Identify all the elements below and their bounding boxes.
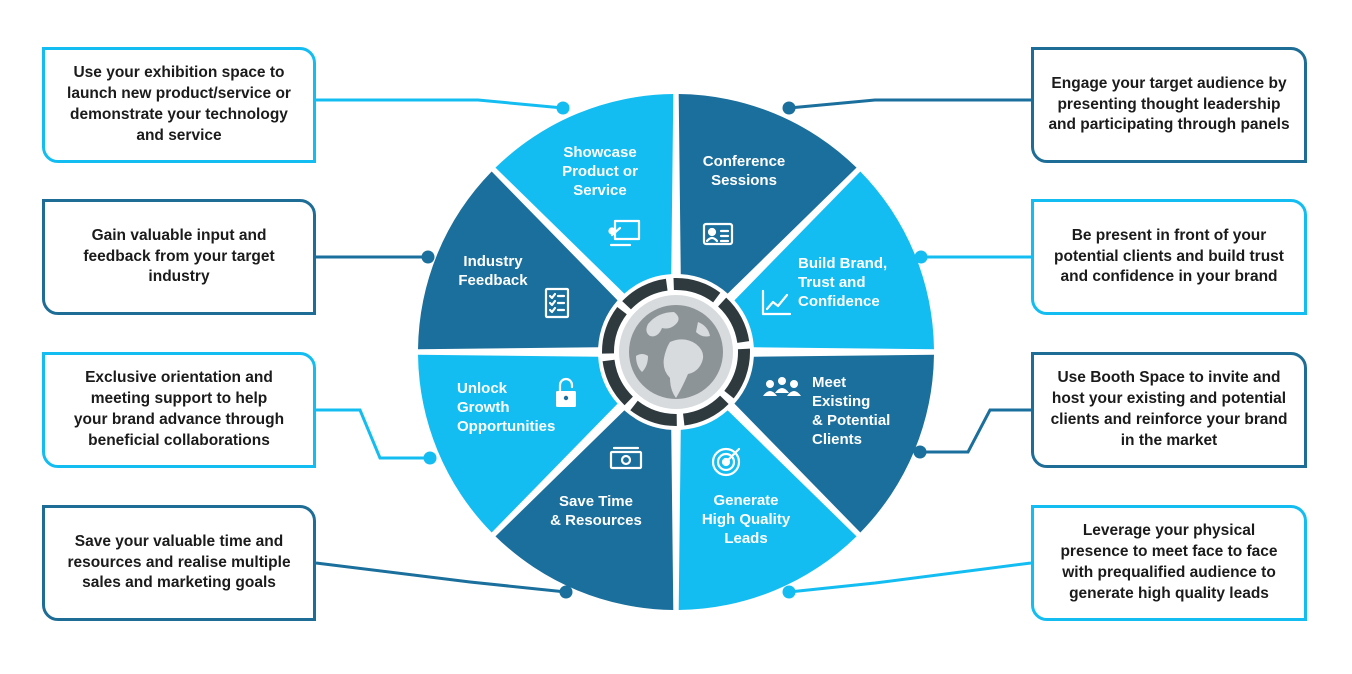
- id-badge-icon: [702, 222, 734, 246]
- callout-growth: Exclusive orientation and meeting suppor…: [42, 352, 316, 468]
- connector-dot: [782, 585, 796, 599]
- connector-dot: [423, 451, 437, 465]
- wheel-segment: [495, 410, 674, 610]
- globe-hub: [600, 276, 752, 428]
- globe-icon: [646, 312, 679, 337]
- wheel-segment: [495, 94, 674, 294]
- connector-lines: [315, 98, 1032, 599]
- segment-label: Save Time& Resources: [550, 493, 642, 529]
- wheel-segment: [734, 171, 934, 350]
- callout-time: Save your valuable time and resources an…: [42, 505, 316, 621]
- growth-chart-icon: [761, 289, 792, 316]
- callout-clients: Use Booth Space to invite and host your …: [1031, 352, 1307, 468]
- connector-dot: [421, 250, 435, 264]
- cash-icon: [609, 446, 643, 470]
- unlock-icon: [556, 377, 576, 407]
- connector-dot: [782, 101, 796, 115]
- connector-line: [315, 561, 567, 594]
- connector-line: [316, 98, 564, 110]
- connector-dot: [914, 250, 928, 264]
- callout-conference: Engage your target audience by presentin…: [1031, 47, 1307, 163]
- presentation-board-icon: [608, 219, 641, 247]
- connector-line: [920, 408, 1031, 454]
- connector-dot: [559, 585, 573, 599]
- people-group-icon: [763, 377, 801, 396]
- wheel-segment: [734, 354, 934, 533]
- connector-dot: [913, 445, 927, 459]
- callout-feedback: Gain valuable input and feedback from yo…: [42, 199, 316, 315]
- target-icon: [711, 447, 741, 477]
- checklist-icon: [544, 287, 570, 319]
- segment-icons: [544, 219, 801, 477]
- callout-brand: Be present in front of your potential cl…: [1031, 199, 1307, 315]
- connector-line: [788, 98, 1031, 110]
- callout-leads: Leverage your physical presence to meet …: [1031, 505, 1307, 621]
- connector-line: [316, 408, 430, 460]
- connector-dot: [556, 101, 570, 115]
- callout-showcase: Use your exhibition space to launch new …: [42, 47, 316, 163]
- connector-line: [788, 561, 1032, 594]
